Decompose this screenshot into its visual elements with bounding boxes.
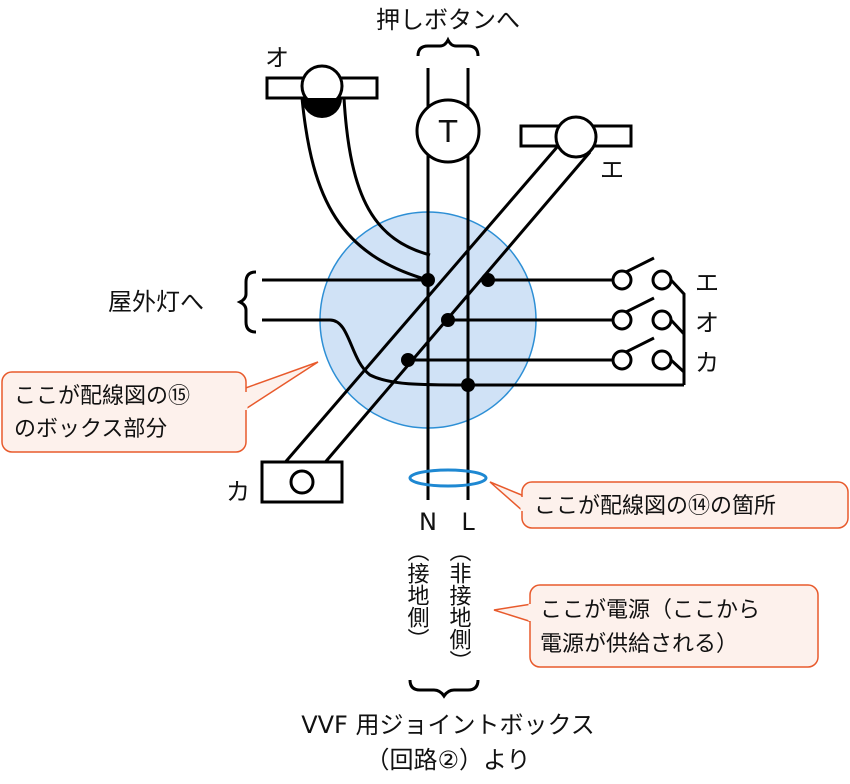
cable-o	[300, 97, 429, 282]
bottom-brace	[408, 679, 480, 699]
label-o-light: オ	[265, 44, 289, 72]
callout-power	[529, 584, 819, 668]
switch-label-e: エ	[695, 269, 719, 297]
switch-bus	[669, 278, 686, 385]
callout-power-pointer	[493, 603, 533, 624]
switch-label-ka: カ	[695, 349, 719, 377]
outdoor-light-label: 屋外灯へ	[108, 288, 204, 316]
callout-box-part-line1: ここが配線図の⑮	[14, 384, 190, 409]
label-ka-light: カ	[226, 478, 250, 506]
light-e-icon	[554, 115, 598, 159]
switch-e-icon	[611, 256, 673, 291]
outdoor-wire-2	[262, 318, 469, 387]
splice-dot	[421, 273, 435, 287]
top-label: 押しボタンへ	[376, 6, 520, 34]
cable-e-1	[280, 145, 560, 467]
callout-power-line1: ここが電源（ここから	[540, 598, 760, 623]
outdoor-brace	[236, 270, 257, 334]
light-ka-base	[260, 460, 344, 504]
bottom-line1: VVF 用ジョイントボックス	[301, 711, 595, 739]
light-ka-icon	[289, 469, 315, 495]
callout-point14-pointer	[489, 481, 525, 514]
label-e-light: エ	[600, 156, 624, 184]
cable-e-2	[320, 151, 592, 467]
switch-label-o: オ	[695, 309, 719, 337]
splice-dot	[401, 353, 415, 367]
n-label: N	[419, 508, 437, 536]
switch-ka-icon	[611, 336, 673, 371]
callout-box-part	[1, 371, 247, 453]
l-label: L	[461, 508, 475, 536]
light-o-shade	[302, 98, 342, 118]
point14-ring	[408, 468, 488, 488]
callout-box-part-line2: のボックス部分	[14, 417, 167, 442]
splice-dot	[441, 313, 455, 327]
callout-point14-text: ここが配線図の⑭の箇所	[534, 494, 776, 519]
top-brace	[416, 36, 480, 57]
n-side-text: （接地側）	[404, 540, 430, 650]
bottom-line2: （回路②）より	[365, 746, 530, 774]
cable-o-outer	[342, 97, 431, 257]
splice-dot	[461, 378, 475, 392]
splice-dot	[481, 273, 495, 287]
switch-o-icon	[611, 296, 673, 331]
pushbutton-t-icon	[415, 98, 481, 164]
callout-power-line2: 電源が供給される）	[540, 632, 738, 657]
l-side-text: （非接地側）	[446, 540, 472, 672]
pushbutton-t-letter: T	[438, 115, 458, 150]
callout-box-pointer	[239, 361, 319, 412]
